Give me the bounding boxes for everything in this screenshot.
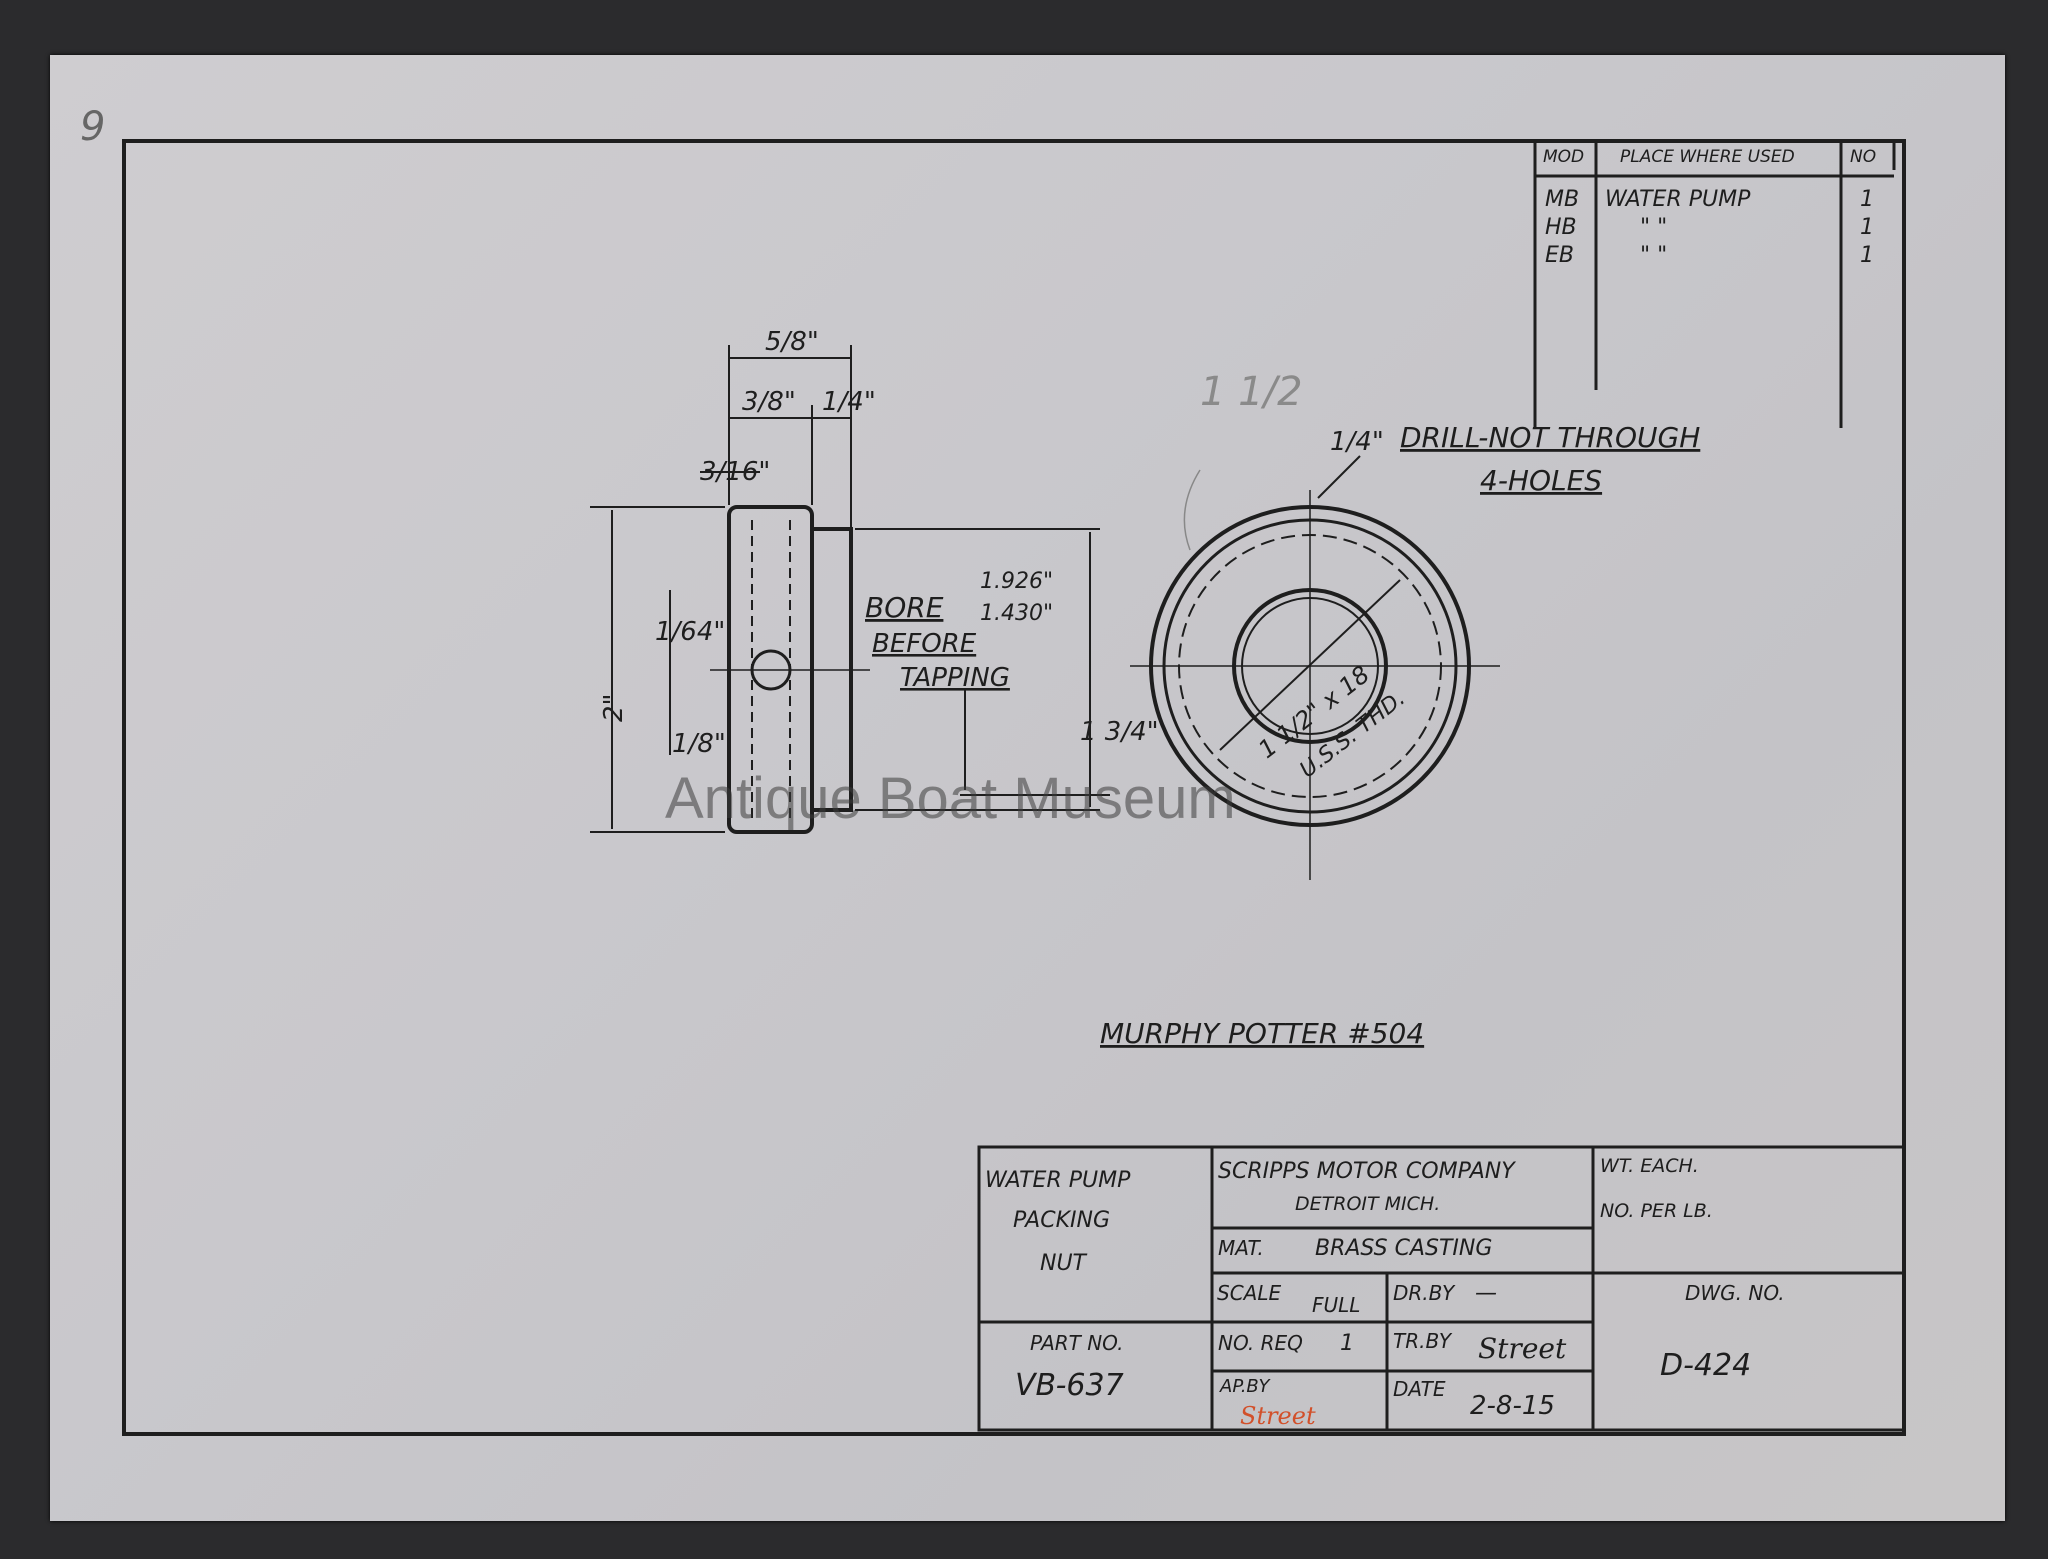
company-name: SCRIPPS MOTOR COMPANY <box>1218 1159 1516 1184</box>
museum-watermark: Antique Boat Museum <box>665 766 1236 831</box>
drill-note: DRILL-NOT THROUGH <box>1400 421 1700 454</box>
parts-row-mod: HB <box>1545 215 1577 240</box>
front-view <box>1130 455 1500 880</box>
part-name-line3: NUT <box>1040 1251 1088 1276</box>
bore-note-line2: TAPPING <box>900 663 1010 693</box>
part-no-value: VB-637 <box>1015 1368 1124 1403</box>
tr-by-signature: Street <box>1478 1332 1567 1365</box>
dr-by-value: — <box>1475 1281 1497 1306</box>
dim-hub-dia: 1 3/4" <box>1080 717 1159 747</box>
parts-row-no: 1 <box>1860 187 1874 212</box>
ap-by-signature: Street <box>1240 1402 1316 1430</box>
bore-value-min: 1.430" <box>980 601 1053 626</box>
sheet-border <box>122 139 1906 1436</box>
material-label: MAT. <box>1218 1236 1264 1260</box>
parts-header-place: PLACE WHERE USED <box>1620 147 1795 167</box>
parts-row-place: WATER PUMP <box>1605 187 1751 212</box>
bore-label: BORE <box>865 591 944 624</box>
bore-value-max: 1.926" <box>980 569 1053 594</box>
reference-note: MURPHY POTTER #504 <box>1100 1017 1424 1050</box>
date-label: DATE <box>1393 1377 1446 1401</box>
parts-row-mod: MB <box>1545 187 1579 212</box>
dim-hub-width: 1/4" <box>822 387 876 417</box>
parts-header-no: NO <box>1850 147 1876 167</box>
ap-by-label: AP.BY <box>1219 1376 1271 1397</box>
dim-overall-width: 5/8" <box>765 327 819 357</box>
pencil-note: 1 1/2 <box>1200 369 1303 415</box>
part-name-line2: PACKING <box>1013 1208 1110 1233</box>
material-value: BRASS CASTING <box>1315 1236 1492 1261</box>
parts-row-no: 1 <box>1860 243 1874 268</box>
scale-label: SCALE <box>1217 1281 1281 1305</box>
bore-note-line1: BEFORE <box>872 629 977 659</box>
title-block <box>977 1145 1906 1432</box>
parts-table <box>1533 141 1896 428</box>
dim-hole-offset: 3/16" <box>700 457 770 487</box>
drill-size: 1/4" <box>1330 427 1384 457</box>
corner-mark: 9 <box>80 104 105 150</box>
parts-header-mod: MOD <box>1543 147 1584 167</box>
parts-row-place: " " <box>1640 243 1667 268</box>
no-req-value: 1 <box>1340 1331 1354 1356</box>
date-value: 2-8-15 <box>1470 1391 1555 1421</box>
drawing-sheet <box>50 55 2005 1521</box>
parts-row-place: " " <box>1640 215 1667 240</box>
holes-note: 4-HOLES <box>1480 464 1602 497</box>
parts-row-mod: EB <box>1545 243 1574 268</box>
dwg-no-label: DWG. NO. <box>1685 1281 1785 1305</box>
part-no-label: PART NO. <box>1030 1331 1123 1355</box>
parts-row-no: 1 <box>1860 215 1874 240</box>
dr-by-label: DR.BY <box>1393 1281 1456 1305</box>
dim-hole-dia: 1/64" <box>655 617 725 647</box>
no-per-lb-label: NO. PER LB. <box>1600 1200 1713 1222</box>
side-view <box>590 345 1110 834</box>
part-name-line1: WATER PUMP <box>985 1168 1131 1193</box>
company-city: DETROIT MICH. <box>1295 1193 1440 1215</box>
no-req-label: NO. REQ <box>1218 1331 1303 1355</box>
dim-chamfer: 1/8" <box>672 729 726 759</box>
scale-value: FULL <box>1312 1293 1360 1317</box>
tr-by-label: TR.BY <box>1393 1329 1453 1353</box>
dim-height: 2" <box>599 693 629 722</box>
dwg-no-value: D-424 <box>1660 1348 1751 1383</box>
wt-each-label: WT. EACH. <box>1600 1155 1699 1177</box>
dim-body-width: 3/8" <box>742 387 796 417</box>
